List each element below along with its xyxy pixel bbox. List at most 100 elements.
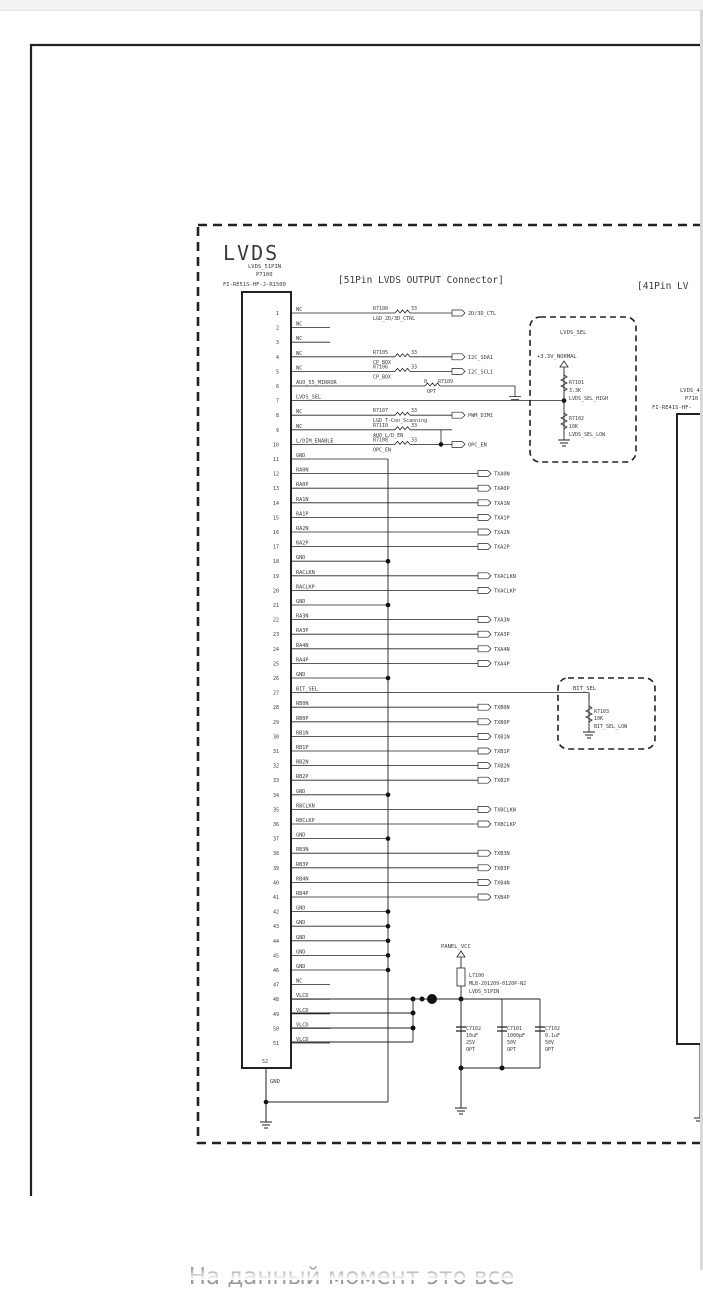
pin-name: RB0N: [296, 701, 309, 707]
vlcd-pin-ties: [291, 1012, 413, 1043]
pin-number: 27: [273, 691, 279, 697]
pin-number: 12: [273, 472, 279, 478]
l7100-note: LVDS_51PIN: [469, 989, 499, 995]
connector-title: [51Pin LVDS OUTPUT Connector]: [338, 275, 504, 286]
ctrl-net-connector: [451, 411, 466, 419]
pin-name: GND: [296, 906, 305, 912]
cap-c7101: C7101 1000pF 50V OPT: [497, 999, 525, 1068]
ctrl-resistor-note: LGD_T-Con_Scanning: [373, 418, 427, 424]
signal-net-connector: [477, 660, 492, 667]
power-ground: [455, 1107, 467, 1115]
cap-2-opt: OPT: [507, 1047, 516, 1053]
lvds-sel-supply-arrow: [559, 360, 569, 368]
pin-name: RA3N: [296, 614, 309, 620]
connector2-title: [41Pin LV: [637, 281, 689, 292]
pin-name: GND: [296, 935, 305, 941]
cap-junction-2: [499, 1065, 505, 1071]
ctrl-resistor-value: 33: [411, 364, 417, 370]
pin-number: 28: [273, 705, 279, 711]
signal-net-label: TXA0N: [494, 472, 510, 478]
signal-net-connector: [477, 879, 492, 886]
ctrl-resistor: [394, 426, 411, 431]
pin-number: 51: [273, 1041, 279, 1047]
pin-number: 31: [273, 749, 279, 755]
connector-body: [241, 291, 292, 1069]
pin-number: 47: [273, 983, 279, 989]
vlcd-junction-2: [419, 996, 425, 1002]
pin-name: GND: [296, 949, 305, 955]
gnd-junction: [385, 792, 391, 798]
block-title: LVDS: [223, 241, 279, 265]
cap-c7102b: C7102 0.1uF 50V OPT: [535, 999, 560, 1068]
pin-number: 29: [273, 720, 279, 726]
cap-3-ref: C7102: [545, 1026, 560, 1032]
pin-number: 7: [276, 399, 279, 405]
pin-name: BIT_SEL: [296, 687, 318, 693]
ctrl-resistor-value: 33: [411, 306, 417, 312]
pin-name: NC: [296, 307, 302, 313]
signal-net-connector: [477, 514, 492, 521]
pin-name: RACLKP: [296, 584, 315, 590]
signal-net-label: TXA4N: [494, 647, 510, 653]
ctrl-resistor-ref: R7106: [373, 364, 388, 370]
cap-3-volt: 50V: [545, 1040, 554, 1046]
pin-name: NC: [296, 336, 302, 342]
sheet-frame: [29, 43, 703, 1196]
r7101-resistor: [560, 374, 568, 392]
signal-net-connector: [477, 587, 492, 594]
signal-net-connector: [477, 703, 492, 711]
pin-number: 41: [273, 895, 279, 901]
mirror-wire-out: [440, 385, 516, 397]
cap-1-ref: C7102: [466, 1026, 481, 1032]
ctrl-resistor-value: 33: [411, 350, 417, 356]
signal-net-label: TXBCLKN: [494, 807, 516, 813]
panel-vcc-label: PANEL_VCC: [441, 944, 471, 950]
connector2-ref-2: P710: [685, 396, 698, 402]
pin-number: 6: [276, 384, 279, 390]
signal-net-label: TXA0P: [494, 486, 510, 492]
connector-ref-3: FI-RE51S-HF-J-R1500: [223, 282, 286, 288]
pin-name: GND: [296, 672, 305, 678]
bit-sel-title: BIT_SEL: [573, 686, 597, 692]
signal-net-connector: [477, 776, 492, 784]
ctrl-resistor-note: OPC_EN: [373, 447, 391, 453]
pin-number: 46: [273, 968, 279, 974]
pin-name: RB1P: [296, 745, 309, 751]
r7109-resistor: [424, 382, 441, 387]
vlcd-junction-5: [410, 1025, 416, 1031]
ctrl-net-connector: [451, 309, 466, 317]
lvds-sel-box: [529, 316, 637, 463]
pin-number: 45: [273, 953, 279, 959]
signal-net-label: TXA2P: [494, 545, 510, 551]
lvds-sel-low: LVDS_SEL_LOW: [569, 432, 606, 438]
pin-number: 9: [276, 428, 279, 434]
gnd-rail-junction: [263, 1099, 269, 1105]
pin-number: 49: [273, 1012, 279, 1018]
pin-name: NC: [296, 365, 302, 371]
pin-number: 37: [273, 837, 279, 843]
connector-ref-1: LVDS_51PIN: [248, 264, 281, 270]
scrollbar[interactable]: [700, 10, 703, 1270]
connector-ref-2: P7100: [256, 272, 273, 278]
pin-name: GND: [296, 920, 305, 926]
pin-number: 34: [273, 793, 279, 799]
connector2-ref-1: LVDS_4: [680, 388, 701, 394]
signal-net-connector: [477, 733, 492, 740]
pin-number: 50: [273, 1026, 279, 1032]
pin-name: VLCD: [296, 993, 309, 999]
gnd-junction: [385, 602, 391, 608]
pin-name: GND: [296, 789, 305, 795]
r7109-value: 0: [424, 379, 427, 385]
panel-vcc-arrow: [456, 950, 466, 958]
pin-name: NC: [296, 351, 302, 357]
pin-number: 30: [273, 734, 279, 740]
signal-net-connector: [477, 645, 492, 653]
pin-number: 10: [273, 442, 279, 448]
pin-number: 13: [273, 486, 279, 492]
cap-3-value: 0.1uF: [545, 1033, 560, 1039]
pin-name: RBCLKN: [296, 803, 315, 809]
bit-sel-wire: [330, 692, 590, 700]
pin-52-number: 52: [262, 1059, 268, 1065]
gnd-junction: [385, 836, 391, 841]
pin-name: NC: [296, 424, 302, 430]
